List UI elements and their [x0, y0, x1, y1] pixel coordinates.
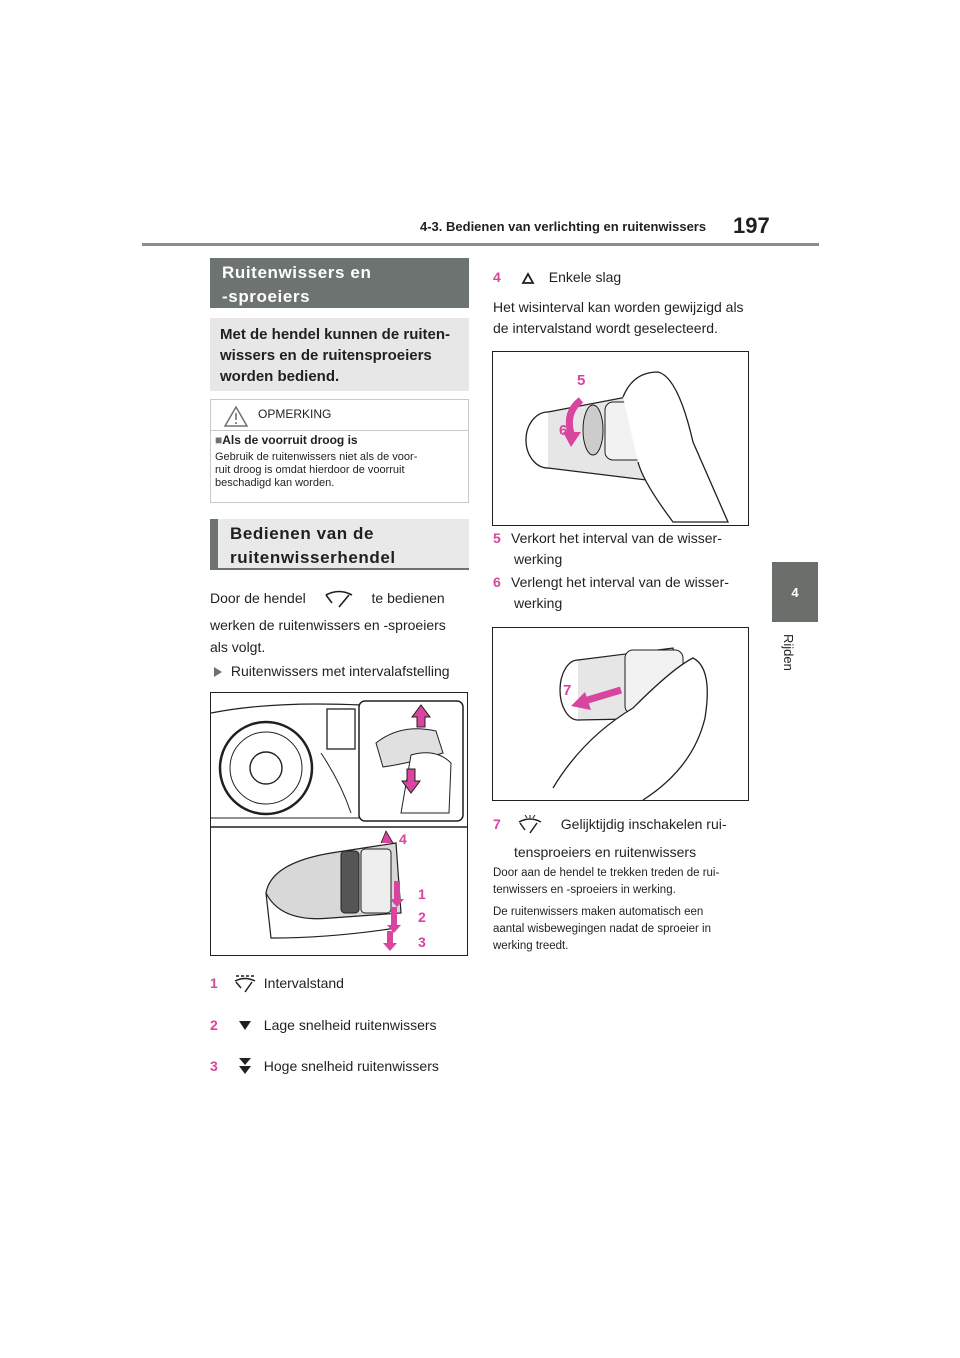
item-1: 1 Intervalstand — [210, 973, 344, 994]
washer-note-line5: werking treedt. — [493, 940, 569, 952]
single-wipe-icon — [521, 272, 535, 285]
heading-wipers: Ruitenwissers en -sproeiers — [210, 258, 469, 308]
item-6: 6 Verlengt het interval van de wisser- — [493, 572, 729, 592]
callout-2: 2 — [418, 909, 426, 925]
note-text-line1: Gebruik de ruitenwissers niet als de voo… — [215, 451, 418, 463]
callout-5: 5 — [577, 372, 586, 389]
callout-1: 1 — [418, 886, 426, 902]
item-4: 4 Enkele slag — [493, 267, 621, 287]
item-2-text: Lage snelheid ruitenwissers — [263, 1017, 437, 1033]
callout-7: 7 — [563, 682, 572, 699]
operate-before: Door de hendel — [210, 590, 306, 606]
item-5: 5 Verkort het interval van de wisser- — [493, 528, 722, 548]
callout-4: 4 — [399, 831, 407, 847]
wiper-icon — [325, 590, 353, 608]
item-7: 7 Gelijktijdig inschakelen rui- — [493, 814, 727, 835]
operate-line1: Door de hendel te bedienen — [210, 588, 480, 609]
high-speed-icon — [238, 1058, 251, 1075]
note-title: OPMERKING — [258, 407, 332, 421]
heading-lever-line1: Bedienen van de — [230, 524, 375, 543]
item-7-line2: tensproeiers en ruitenwissers — [514, 844, 697, 860]
note-text-line2: ruit droog is omdat hierdoor de voorruit — [215, 464, 405, 476]
square-bullet-icon: ■ — [215, 433, 223, 447]
note-text-line3: beschadigd kan worden. — [215, 477, 335, 489]
item-6-line2: werking — [514, 595, 563, 611]
note-box: OPMERKING ■Als de voorruit droog is Gebr… — [210, 399, 469, 503]
washer-note-line3: De ruitenwissers maken automatisch een — [493, 906, 704, 918]
figure-wiper-lever-overview: 4 1 2 3 — [210, 692, 468, 956]
washer-icon — [518, 815, 542, 834]
figure-interval-ring: 5 6 — [492, 351, 749, 526]
item-2: 2 Lage snelheid ruitenwissers — [210, 1015, 437, 1035]
item-1-text: Intervalstand — [263, 975, 344, 991]
intermittent-wiper-icon — [234, 975, 256, 993]
heading-wipers-line1: Ruitenwissers en — [222, 263, 372, 282]
operate-line2: werken de ruitenwissers en -sproeiers — [210, 617, 446, 633]
header-divider — [142, 243, 819, 246]
item-5-line1: Verkort het interval van de wisser- — [511, 530, 722, 546]
triangle-bullet-icon — [214, 667, 222, 678]
washer-note-line2: tenwissers en -sproeiers in werking. — [493, 884, 676, 896]
interval-note-line1: Het wisinterval kan worden gewijzigd als — [493, 299, 744, 315]
figure-washer-pull: 7 — [492, 627, 749, 801]
item-3-number: 3 — [210, 1058, 218, 1074]
item-1-number: 1 — [210, 975, 218, 991]
intro-line2: wissers en de ruitensproeiers — [220, 347, 432, 364]
item-4-number: 4 — [493, 269, 501, 285]
interval-note-line2: de intervalstand wordt geselecteerd. — [493, 320, 718, 336]
intro-line1: Met de hendel kunnen de ruiten- — [220, 326, 451, 343]
callout-3: 3 — [418, 934, 426, 950]
lever-overview-illustration — [210, 700, 467, 951]
item-5-line2: werking — [514, 551, 563, 567]
interval-ring-illustration — [525, 371, 729, 523]
page-number: 197 — [733, 213, 770, 238]
item-6-line1: Verlengt het interval van de wisser- — [511, 574, 729, 590]
note-heading: ■Als de voorruit droog is — [215, 433, 358, 447]
washer-note-line4: aantal wisbewegingen nadat de sproeier i… — [493, 923, 712, 935]
item-3: 3 Hoge snelheid ruitenwissers — [210, 1056, 439, 1078]
low-speed-icon — [238, 1021, 251, 1031]
chapter-tab: 4 — [772, 562, 818, 622]
washer-note-line1: Door aan de hendel te trekken treden de … — [493, 867, 720, 879]
item-2-number: 2 — [210, 1017, 218, 1033]
heading-wipers-line2: -sproeiers — [222, 287, 311, 306]
item-7-number: 7 — [493, 816, 501, 832]
operate-bullet-text: Ruitenwissers met intervalafstelling — [230, 663, 450, 679]
chapter-label: Rijden — [781, 634, 796, 671]
intro-line3: worden bediend. — [220, 368, 340, 385]
heading-lever: Bedienen van de ruitenwisserhendel — [210, 519, 469, 570]
item-3-text: Hoge snelheid ruitenwissers — [263, 1058, 439, 1074]
warning-triangle-icon — [224, 406, 248, 427]
washer-pull-illustration — [552, 647, 708, 801]
item-5-number: 5 — [493, 530, 501, 546]
note-text: Gebruik de ruitenwissers niet als de voo… — [215, 451, 465, 490]
note-heading-text: Als de voorruit droog is — [222, 433, 358, 447]
heading-lever-line2: ruitenwisserhendel — [230, 548, 396, 567]
callout-6: 6 — [559, 422, 568, 439]
operate-after: te bedienen — [371, 590, 445, 606]
item-7-line1: Gelijktijdig inschakelen rui- — [560, 816, 727, 832]
intro-box: Met de hendel kunnen de ruiten- wissers … — [210, 318, 469, 391]
operate-line3: als volgt. — [210, 639, 266, 655]
note-header: OPMERKING — [211, 400, 468, 431]
operate-bullet: Ruitenwissers met intervalafstelling — [213, 661, 450, 681]
section-title: 4-3. Bedienen van verlichting en ruitenw… — [420, 219, 707, 234]
item-6-number: 6 — [493, 574, 501, 590]
item-4-text: Enkele slag — [548, 269, 622, 285]
